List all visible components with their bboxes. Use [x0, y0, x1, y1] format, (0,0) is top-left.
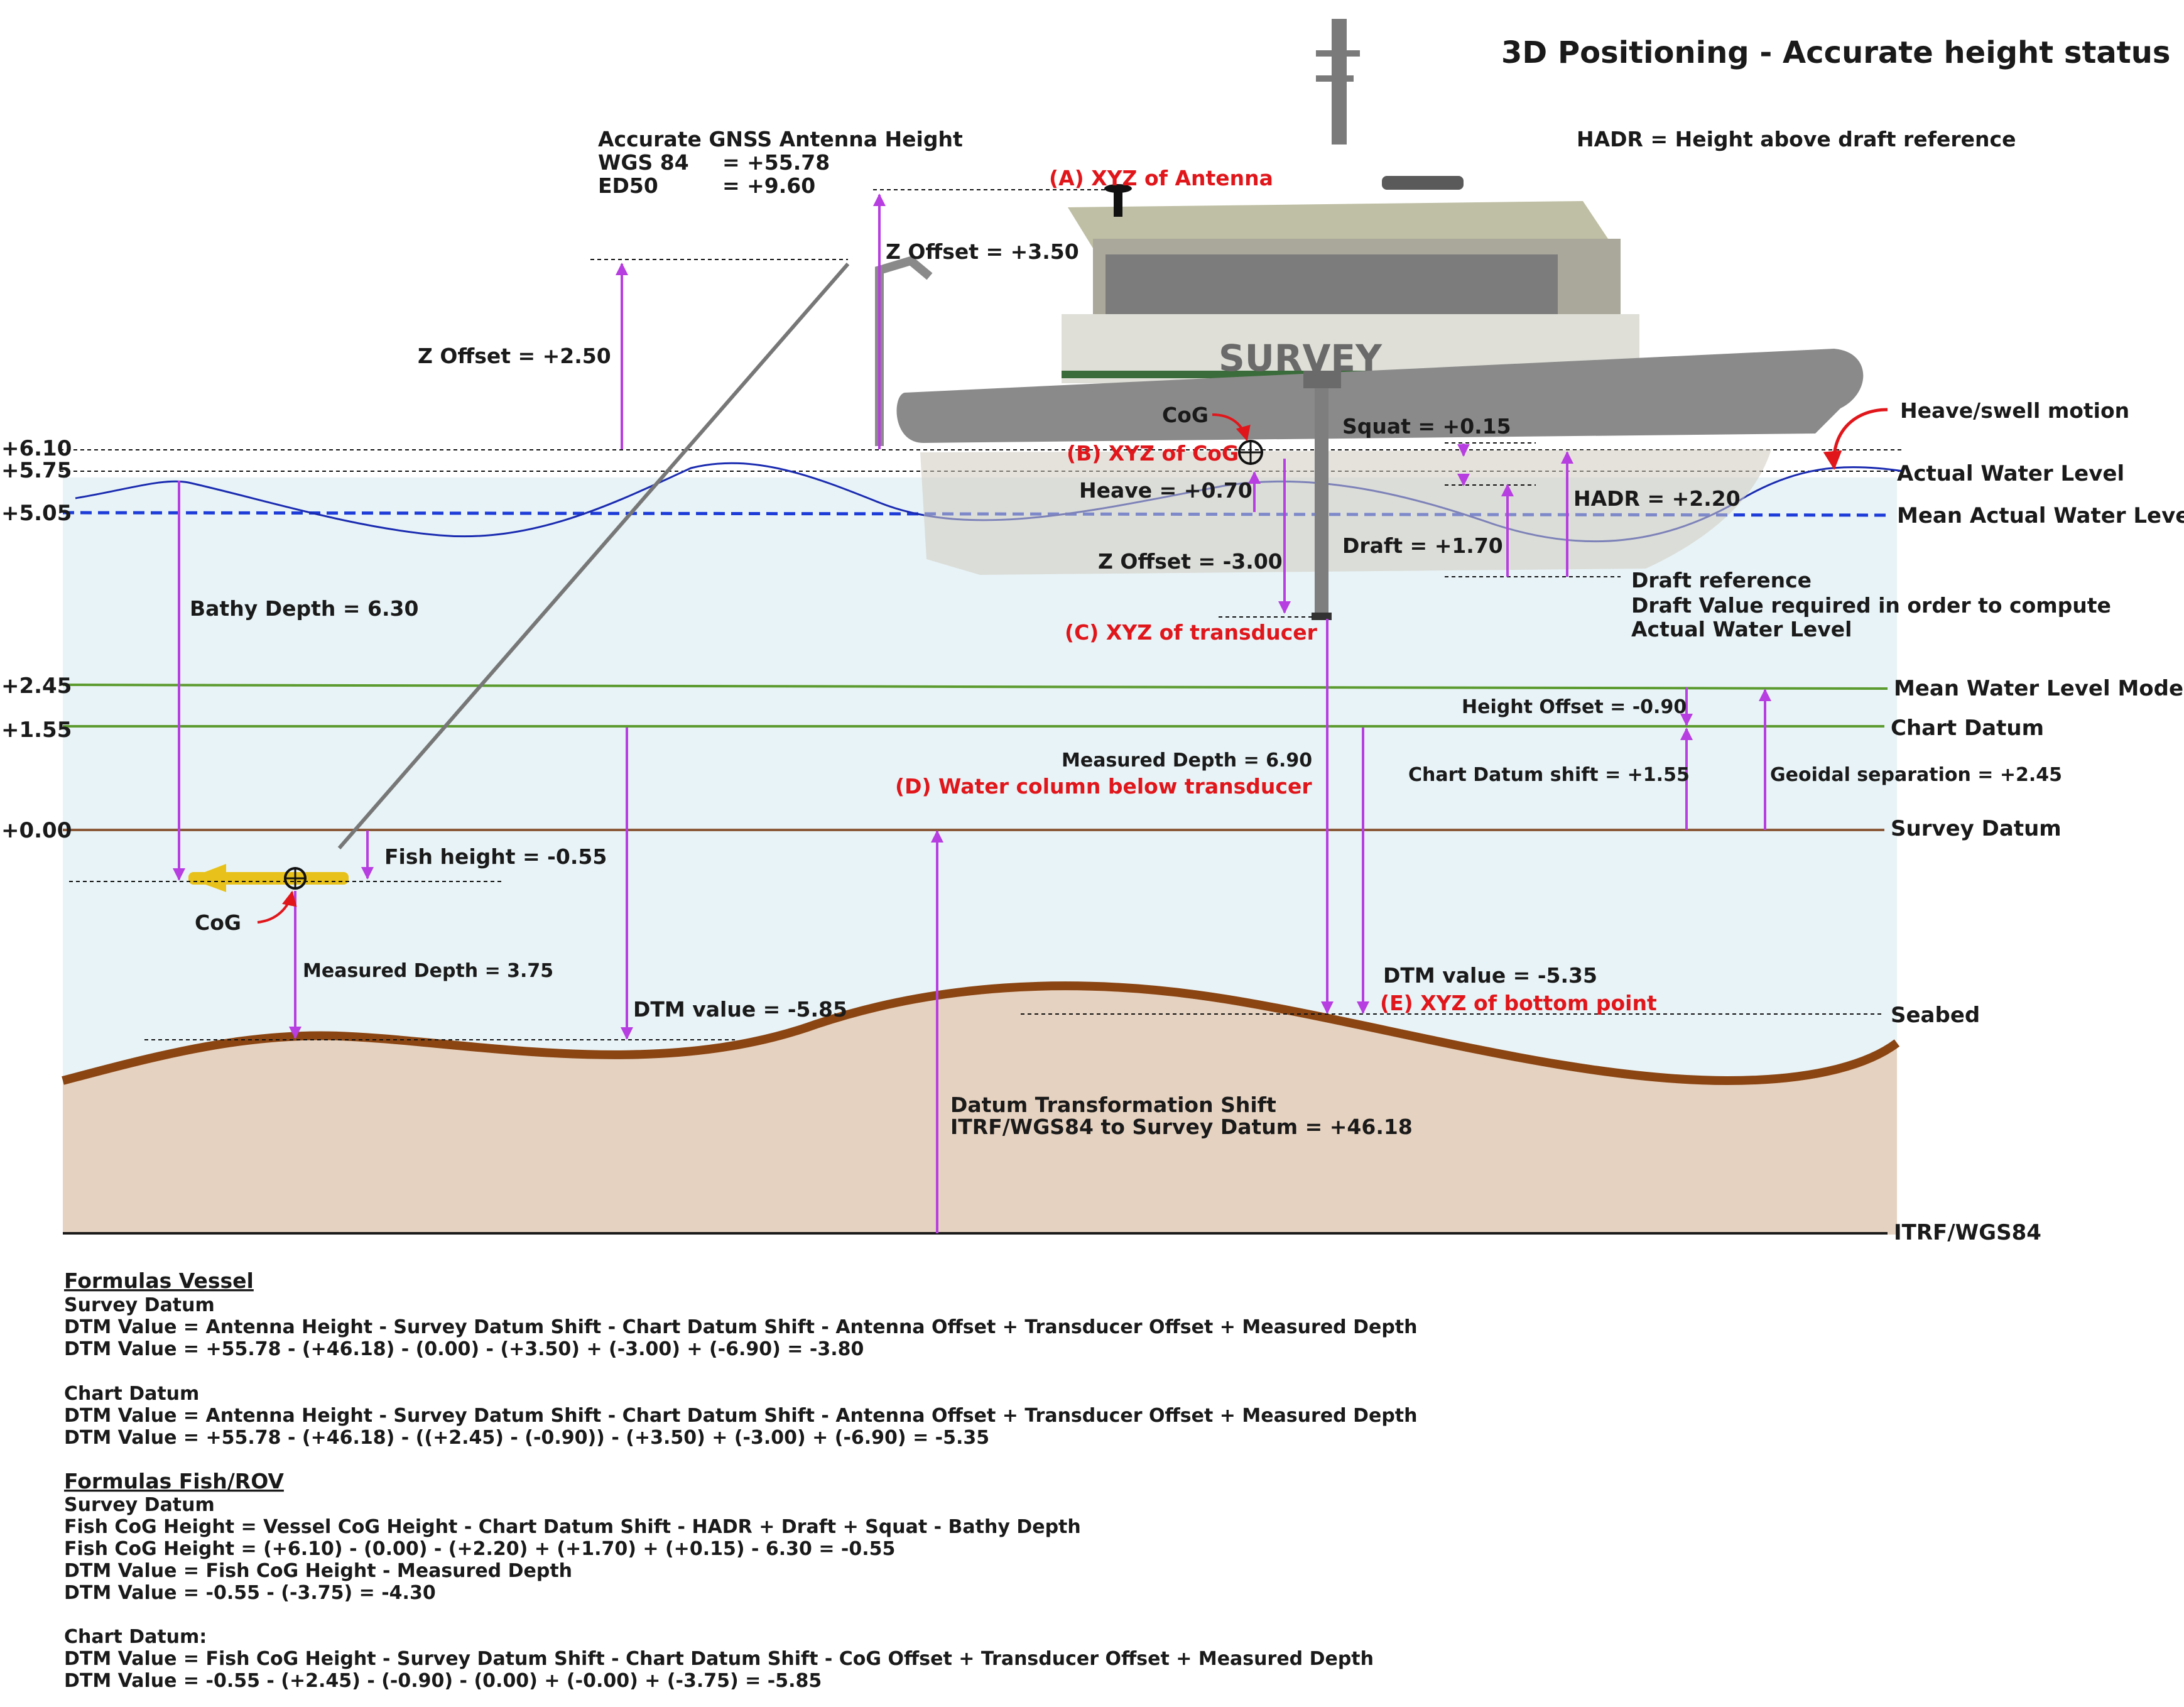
antenna-heading: Accurate GNSS Antenna Height	[598, 127, 963, 151]
actual-water-level-name: Actual Water Level	[1897, 461, 2124, 486]
heave-swell-label: Heave/swell motion	[1900, 398, 2129, 423]
cog-vessel-label: CoG	[1162, 403, 1209, 427]
dtm-vessel-label: DTM value = -5.35	[1383, 963, 1597, 988]
formula-v-cd-heading: Chart Datum	[64, 1383, 199, 1405]
formula-f-sd-2: Fish CoG Height = (+6.10) - (0.00) - (+2…	[64, 1538, 895, 1560]
vessel-underwater-hull	[920, 449, 1771, 575]
z-offset-350-label: Z Offset = +3.50	[886, 239, 1079, 264]
xyz-transducer-label: (C) XYZ of transducer	[1065, 620, 1318, 645]
formula-f-sd-3: DTM Value = Fish CoG Height - Measured D…	[64, 1560, 572, 1582]
measured-depth-vessel-label: Measured Depth = 6.90	[1062, 750, 1312, 772]
geoidal-sep-label: Geoidal separation = +2.45	[1770, 764, 2062, 786]
formula-f-cd-1: DTM Value = Fish CoG Height - Survey Dat…	[64, 1648, 1374, 1670]
z-offset-300-label: Z Offset = -3.00	[1098, 549, 1283, 574]
vessel-radar	[1382, 176, 1464, 190]
cog-fish-red-arrow	[257, 890, 297, 924]
seabed-fill	[63, 986, 1897, 1235]
bathy-depth-label: Bathy Depth = 6.30	[190, 596, 418, 621]
heave-label: Heave = +0.70	[1079, 478, 1252, 503]
formula-v-cd-1: DTM Value = Antenna Height - Survey Datu…	[64, 1405, 1418, 1427]
datum-shift-label-1: Datum Transformation Shift	[950, 1093, 1276, 1117]
draft-ref-label: Draft reference	[1631, 568, 1812, 592]
xyz-antenna-label: (A) XYZ of Antenna	[1049, 166, 1273, 190]
antenna-mount	[1114, 188, 1122, 217]
diagram-title: 3D Positioning - Accurate height status	[1501, 35, 2170, 70]
formula-f-cd-2: DTM Value = -0.55 - (+2.45) - (-0.90) - …	[64, 1670, 822, 1692]
antenna-dish	[1104, 184, 1132, 193]
measurement-arrows	[173, 194, 1771, 1233]
formula-f-sd-4: DTM Value = -0.55 - (-3.75) = -4.30	[64, 1582, 436, 1604]
hadr-note: HADR = Height above draft reference	[1577, 127, 2016, 151]
formula-fish-heading: Formulas Fish/ROV	[64, 1469, 284, 1493]
itrf-name: ITRF/WGS84	[1894, 1220, 2041, 1245]
formulas-block: Formulas Vessel Survey Datum DTM Value =…	[64, 1268, 1418, 1692]
dtm-fish-label: DTM value = -5.85	[633, 997, 847, 1022]
formula-v-cd-2: DTM Value = +55.78 - (+46.18) - ((+2.45)…	[64, 1427, 989, 1449]
seabed-name: Seabed	[1891, 1003, 1980, 1028]
heave-red-arrow	[1823, 408, 1888, 470]
mwl-model-name: Mean Water Level Model	[1894, 676, 2184, 701]
chart-datum-name: Chart Datum	[1891, 716, 2044, 741]
formula-f-sd-heading: Survey Datum	[64, 1494, 215, 1516]
vessel-name-text: SURVEY	[1219, 337, 1383, 379]
vessel-window-band	[1106, 254, 1558, 324]
squat-label: Squat = +0.15	[1342, 414, 1511, 439]
formula-v-sd-heading: Survey Datum	[64, 1294, 215, 1316]
formula-f-sd-1: Fish CoG Height = Vessel CoG Height - Ch…	[64, 1516, 1081, 1538]
vessel-fender-hull	[896, 349, 1864, 443]
draft-label: Draft = +1.70	[1342, 533, 1503, 558]
datum-shift-label-2: ITRF/WGS84 to Survey Datum = +46.18	[950, 1115, 1413, 1139]
z-offset-250-label: Z Offset = +2.50	[418, 344, 611, 368]
ed50-value: = +9.60	[722, 173, 815, 198]
cog-fish-label: CoG	[195, 910, 241, 935]
formula-v-sd-1: DTM Value = Antenna Height - Survey Datu…	[64, 1316, 1418, 1338]
level-505-value: +5.05	[1, 501, 72, 526]
tow-cable	[337, 263, 850, 849]
level-610-value: +6.10	[1, 436, 72, 461]
cd-shift-label: Chart Datum shift = +1.55	[1408, 764, 1690, 786]
formula-vessel-heading: Formulas Vessel	[64, 1268, 254, 1293]
seabed-line	[62, 981, 1900, 1086]
wgs84-value: = +55.78	[722, 150, 830, 175]
level-000-value: +0.00	[1, 818, 72, 843]
level-575-value: +5.75	[1, 458, 72, 483]
cog-vessel-red-arrow	[1212, 413, 1251, 442]
transducer-pole	[1315, 371, 1328, 619]
vessel-mast-bar	[1316, 50, 1360, 57]
height-offset-label: Height Offset = -0.90	[1462, 696, 1687, 718]
mean-actual-water-name: Mean Actual Water Level	[1897, 503, 2184, 528]
measured-depth-fish-label: Measured Depth = 3.75	[303, 960, 553, 982]
ed50-label: ED50	[598, 173, 658, 198]
formula-f-cd-heading: Chart Datum:	[64, 1626, 207, 1648]
vessel-mast-bar2	[1316, 75, 1354, 82]
xyz-cog-label: (B) XYZ of CoG	[1067, 441, 1239, 466]
draft-req-label-1: Draft Value required in order to compute	[1631, 593, 2111, 618]
wgs84-label: WGS 84	[598, 150, 689, 175]
fish-height-label: Fish height = -0.55	[384, 844, 607, 869]
vessel-cog-symbol	[1238, 440, 1263, 465]
survey-datum-name: Survey Datum	[1891, 816, 2062, 841]
level-245-value: +2.45	[1, 674, 72, 699]
transducer-head	[1312, 613, 1332, 620]
mwl-model-line	[62, 684, 1888, 690]
formula-v-sd-2: DTM Value = +55.78 - (+46.18) - (0.00) -…	[64, 1338, 864, 1360]
draft-req-label-2: Actual Water Level	[1631, 617, 1852, 641]
xyz-bottom-label: (E) XYZ of bottom point	[1380, 991, 1657, 1015]
level-155-value: +1.55	[1, 717, 72, 743]
water-column-label: (D) Water column below transducer	[895, 774, 1312, 799]
survey-vessel: SURVEY	[896, 19, 1864, 620]
towfish-fin	[188, 864, 226, 892]
hadr-label: HADR = +2.20	[1573, 486, 1741, 511]
transducer-pole-top	[1303, 371, 1341, 388]
vessel-roof	[1068, 201, 1608, 248]
